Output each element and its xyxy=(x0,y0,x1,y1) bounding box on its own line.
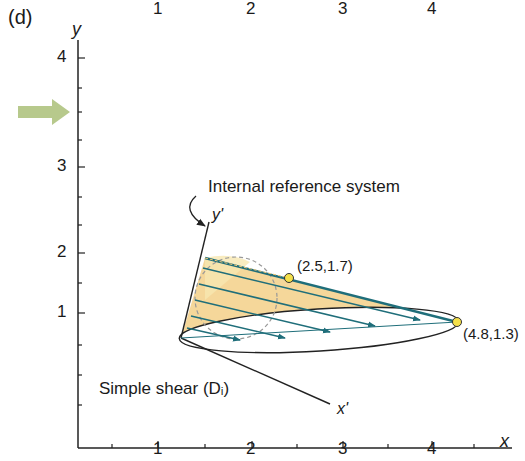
axis-name: x' xyxy=(336,400,349,418)
panel-letter: (d) xyxy=(8,6,32,28)
axis-tick-number: 4 xyxy=(427,440,436,459)
axis-tick-number: 1 xyxy=(57,303,66,322)
top-axis-number: 3 xyxy=(338,0,347,19)
axis-name: x xyxy=(500,432,509,452)
callout-label: Internal reference system xyxy=(207,178,401,197)
panel-caption: Simple shear (Dᵢ) xyxy=(98,380,230,399)
axis-tick-number: 3 xyxy=(57,157,66,176)
axis-name: y xyxy=(72,20,81,40)
top-axis-number: 1 xyxy=(153,0,162,19)
top-axis-number: 2 xyxy=(246,0,255,19)
coordinate-label: (4.8,1.3) xyxy=(462,326,520,343)
axis-name: y' xyxy=(211,206,224,224)
coordinate-label: (2.5,1.7) xyxy=(296,258,354,275)
axis-tick-number: 2 xyxy=(246,440,255,459)
axis-tick-number: 1 xyxy=(153,440,162,459)
axis-tick-number: 2 xyxy=(57,243,66,262)
axis-tick-number: 3 xyxy=(338,440,347,459)
top-axis-number: 4 xyxy=(427,0,436,19)
axis-tick-number: 4 xyxy=(57,48,66,67)
